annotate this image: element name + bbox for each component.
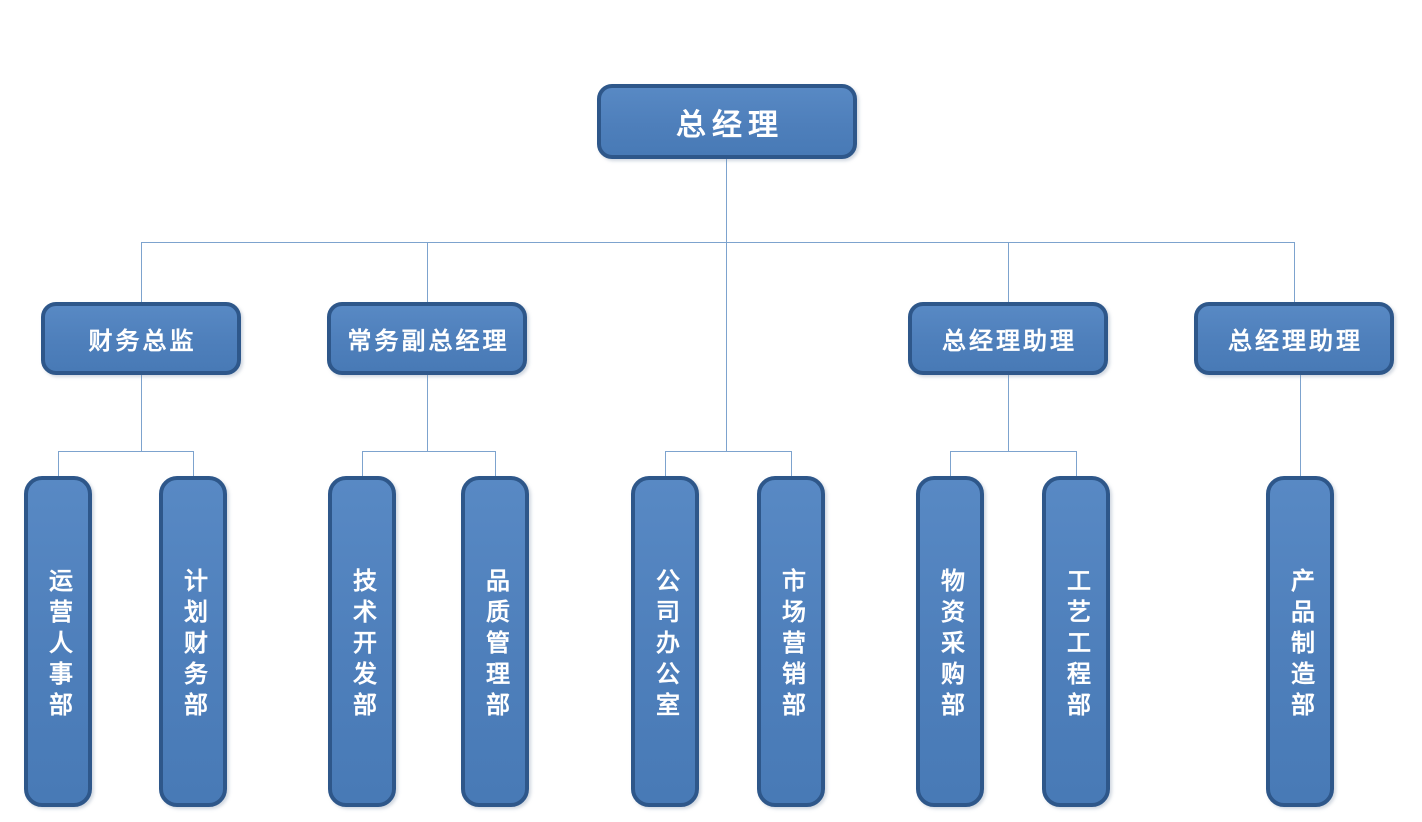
dept-planning-finance: 计划财务部 [159,476,227,807]
node-label: 品质管理部 [481,567,508,723]
dept-process-engineering: 工艺工程部 [1042,476,1110,807]
connector-drop-process-engineering [1076,451,1077,476]
connector-riser-deputy-gm [427,375,428,451]
dept-product-manufacturing: 产品制造部 [1266,476,1334,807]
node-label: 财务总监 [88,329,197,355]
node-gm-assistant-1: 总经理助理 [908,302,1108,375]
node-label: 总经理助理 [1228,329,1363,355]
dept-quality-management: 品质管理部 [461,476,529,807]
node-label: 产品制造部 [1286,567,1313,723]
connector-riser-finance-director [141,375,142,451]
dept-materials-procurement: 物资采购部 [916,476,984,807]
dept-tech-development: 技术开发部 [328,476,396,807]
node-label: 运营人事部 [44,567,71,723]
connector-sub-bus-finance [58,451,193,452]
connector-sub-bus-center [665,451,791,452]
node-label: 市场营销部 [777,567,804,723]
node-finance-director: 财务总监 [41,302,241,375]
connector-drop-finance-director [141,242,142,302]
connector-riser-gm-assistant-1 [1008,375,1009,451]
dept-company-office: 公司办公室 [631,476,699,807]
connector-drop-operations-hr [58,451,59,476]
node-label: 公司办公室 [651,567,678,723]
node-label: 技术开发部 [348,567,375,723]
node-label: 总经理助理 [942,329,1077,355]
node-label: 总经理 [676,108,784,142]
node-label: 计划财务部 [179,567,206,723]
connector-main-bus [141,242,1294,243]
connector-drop-deputy-gm [427,242,428,302]
connector-drop-planning-finance [193,451,194,476]
connector-gm-assistant-2-to-product [1300,375,1301,476]
connector-sub-bus-assistant [950,451,1076,452]
dept-operations-hr: 运营人事部 [24,476,92,807]
node-label: 常务副总经理 [347,329,510,355]
node-deputy-general-manager: 常务副总经理 [327,302,527,375]
connector-drop-quality-management [495,451,496,476]
node-label: 工艺工程部 [1062,567,1089,723]
node-gm-assistant-2: 总经理助理 [1194,302,1394,375]
connector-drop-company-office [665,451,666,476]
connector-drop-tech-development [362,451,363,476]
connector-drop-marketing [791,451,792,476]
node-label: 物资采购部 [936,567,963,723]
connector-drop-gm-assistant-2 [1294,242,1295,302]
connector-drop-gm-assistant-1 [1008,242,1009,302]
connector-drop-materials-procurement [950,451,951,476]
dept-marketing: 市场营销部 [757,476,825,807]
connector-root-vertical [726,158,727,451]
node-general-manager: 总经理 [597,84,857,159]
connector-sub-bus-deputy [362,451,495,452]
